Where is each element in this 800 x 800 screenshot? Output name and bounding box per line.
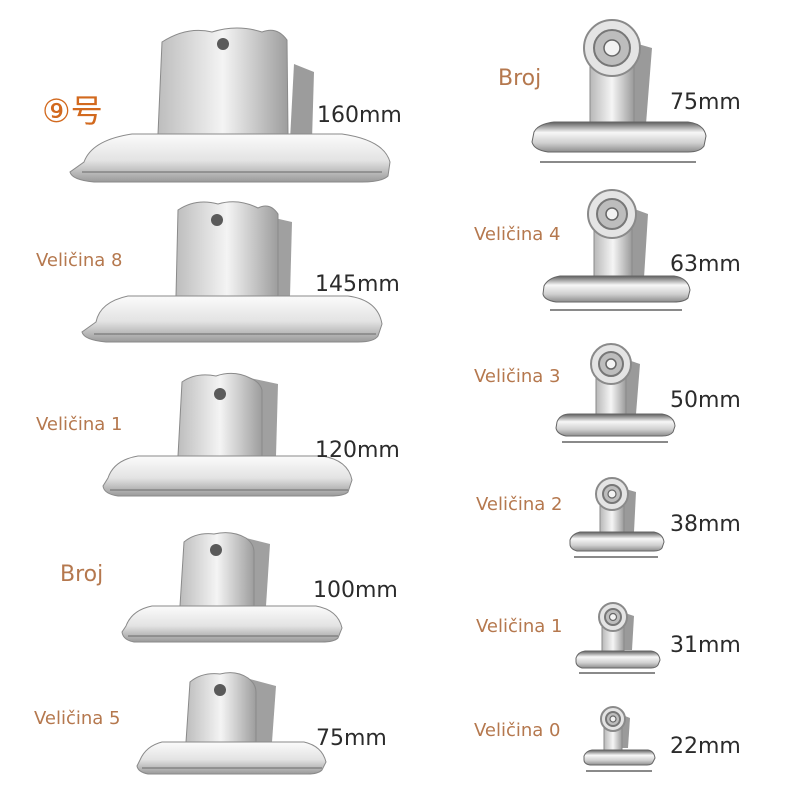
- spring-clip-22mm: [583, 706, 656, 772]
- size-label: Veličina 3: [474, 366, 561, 387]
- size-label: Broj: [60, 562, 104, 587]
- size-label: Veličina 5: [34, 708, 121, 729]
- large-bulldog-clip-75mm: [136, 672, 327, 775]
- size-label: Broj: [498, 66, 542, 91]
- mm-label-31mm: 31mm: [670, 633, 741, 658]
- size-label: Veličina 4: [474, 224, 561, 245]
- mm-label-145mm: 145mm: [315, 272, 400, 297]
- size-label: Veličina 0: [474, 720, 561, 741]
- mm-label-100mm: 100mm: [313, 578, 398, 603]
- large-bulldog-clip-145mm: [81, 201, 383, 343]
- large-bulldog-clip-100mm: [121, 532, 343, 643]
- mm-label-160mm: 160mm: [317, 103, 402, 128]
- mm-label-63mm: 63mm: [670, 252, 741, 277]
- size-label: Veličina 8: [36, 250, 123, 271]
- size-label-9: ⑨号: [42, 92, 103, 130]
- spring-clip-63mm: [542, 189, 691, 311]
- mm-label-38mm: 38mm: [670, 512, 741, 537]
- mm-label-50mm: 50mm: [670, 388, 741, 413]
- large-bulldog-clip-160mm: [69, 27, 391, 183]
- size-label: Veličina 1: [36, 414, 123, 435]
- large-bulldog-clip-120mm: [102, 372, 353, 497]
- mm-label-75mm-right: 75mm: [670, 90, 741, 115]
- mm-label-75mm: 75mm: [316, 726, 387, 751]
- mm-label-22mm: 22mm: [670, 734, 741, 759]
- spring-clip-31mm: [575, 602, 661, 674]
- size-label: Veličina 2: [476, 494, 563, 515]
- spring-clip-38mm: [569, 477, 665, 558]
- spring-clip-75mm: [531, 19, 707, 163]
- spring-clip-50mm: [555, 343, 676, 443]
- mm-label-120mm: 120mm: [315, 438, 400, 463]
- size-label: Veličina 1: [476, 616, 563, 637]
